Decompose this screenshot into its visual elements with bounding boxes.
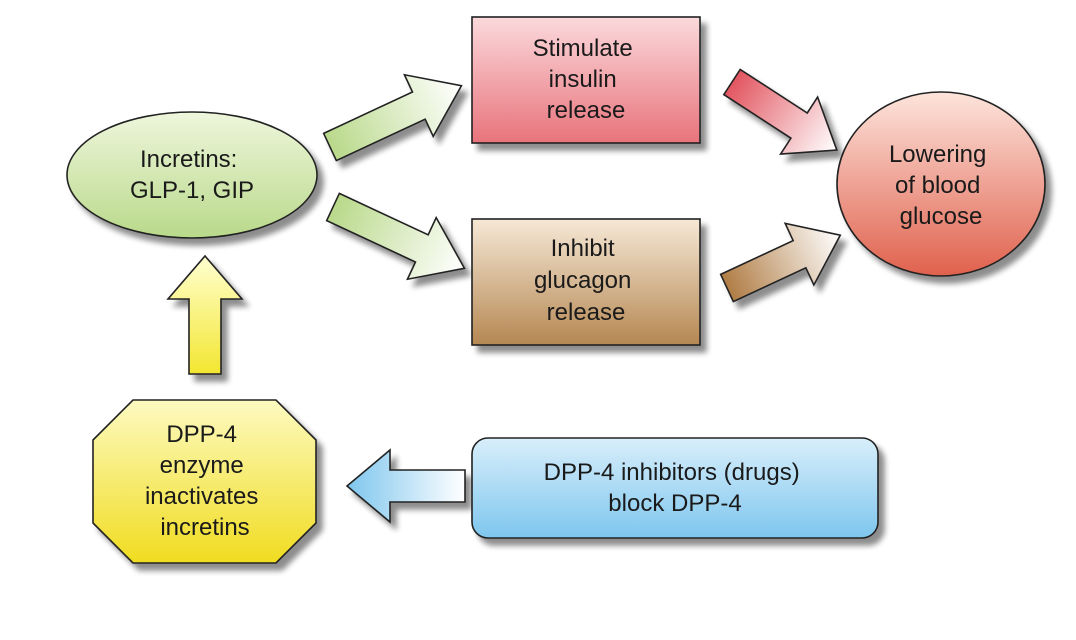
- node-glucose-line-2: of blood: [895, 172, 980, 199]
- node-insulin-line-2: insulin: [549, 66, 617, 93]
- node-incretins-label: Incretins: GLP-1, GIP: [130, 146, 254, 204]
- node-dpp4-enzyme: DPP-4 enzyme inactivates incretins: [92, 399, 317, 564]
- arrow-dpp4-to-incretins: [166, 254, 244, 375]
- node-glucagon-line-3: release: [547, 299, 626, 326]
- node-insulin-release: Stimulate insulin release: [471, 16, 701, 144]
- node-dpp4-line-2: enzyme: [160, 452, 244, 479]
- node-inhibitors-line-1: DPP-4 inhibitors (drugs): [544, 459, 800, 486]
- node-insulin-line-3: release: [547, 97, 626, 124]
- node-glucose-line-3: glucose: [900, 203, 983, 230]
- arrow-insulin-to-glucose: [722, 68, 838, 155]
- node-incretins: Incretins: GLP-1, GIP: [66, 111, 318, 239]
- node-glucagon-release: Inhibit glucagon release: [471, 218, 701, 346]
- node-inhibitors-label: DPP-4 inhibitors (drugs) block DPP-4: [544, 459, 807, 517]
- node-incretins-line-2: GLP-1, GIP: [130, 177, 254, 204]
- arrow-incretins-to-insulin: [322, 73, 463, 162]
- node-dpp4-line-3: inactivates: [145, 483, 258, 510]
- node-blood-glucose: Lowering of blood glucose: [836, 91, 1046, 277]
- node-inhibitors-line-2: block DPP-4: [608, 490, 741, 517]
- node-dpp4-label: DPP-4 enzyme inactivates incretins: [145, 421, 265, 541]
- node-dpp4-inhibitors: DPP-4 inhibitors (drugs) block DPP-4: [471, 437, 879, 539]
- node-dpp4-line-1: DPP-4: [166, 421, 237, 448]
- node-glucose-label: Lowering of blood glucose: [889, 141, 993, 230]
- arrow-incretins-to-glucagon: [325, 192, 466, 281]
- node-insulin-label: Stimulate insulin release: [533, 35, 640, 124]
- node-glucagon-line-1: Inhibit: [551, 235, 615, 262]
- node-dpp4-line-4: incretins: [160, 514, 249, 541]
- node-insulin-line-1: Stimulate: [533, 35, 633, 62]
- arrow-glucagon-to-glucose: [719, 222, 842, 303]
- node-glucagon-label: Inhibit glucagon release: [534, 235, 638, 326]
- node-incretins-line-1: Incretins:: [140, 146, 237, 173]
- node-glucose-line-1: Lowering: [889, 141, 986, 168]
- arrow-inhibitors-to-dpp4: [345, 448, 466, 524]
- node-glucagon-line-2: glucagon: [534, 267, 631, 294]
